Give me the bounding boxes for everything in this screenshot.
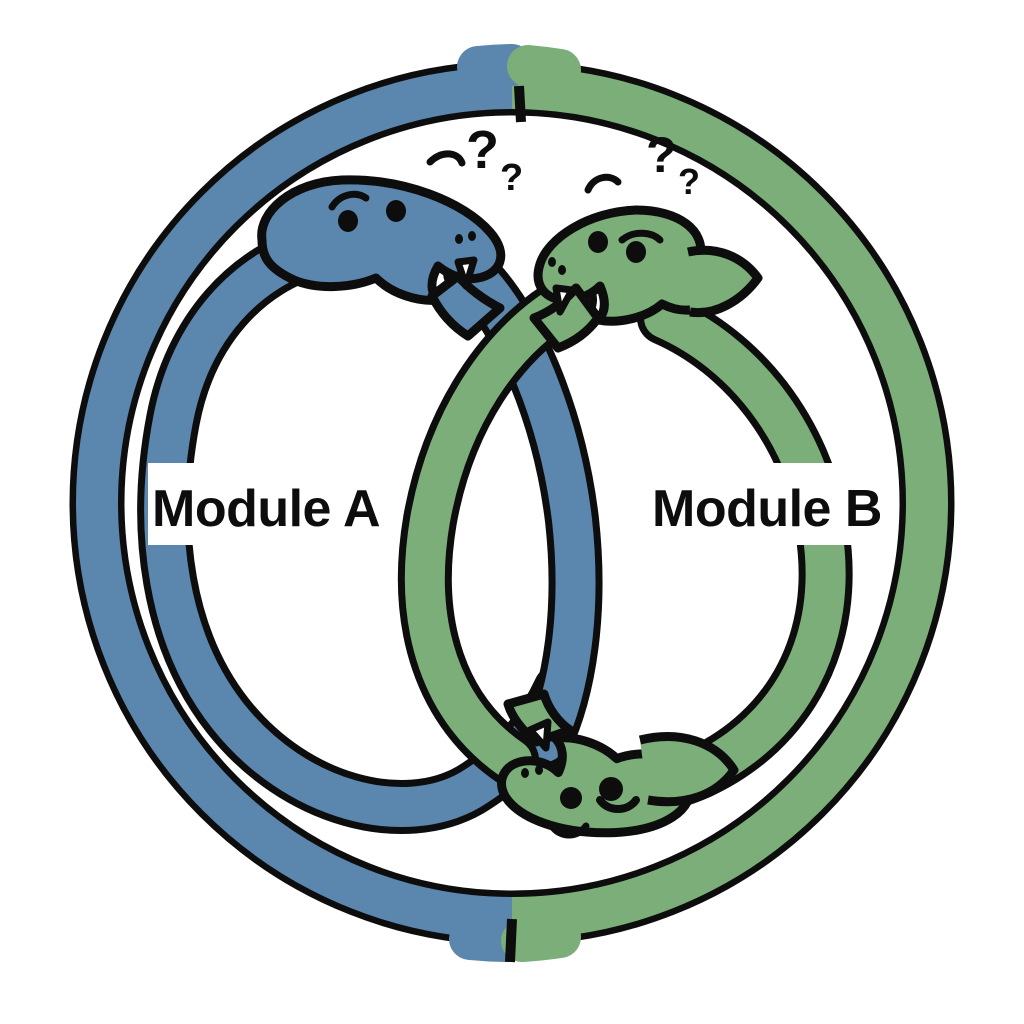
snake-b-lower-nostril-1	[521, 768, 529, 778]
snake-b-lower-nostril-2	[535, 765, 543, 775]
outer-ring-cap-top-b	[507, 45, 581, 91]
snake-b-lower-neck	[638, 732, 739, 807]
snake-b-lower-eye-near	[599, 777, 623, 801]
snake-a-question-mark-large: ?	[466, 120, 499, 180]
module-b-label: Module B	[648, 463, 882, 545]
snake-a-head-fill	[257, 175, 506, 305]
module-b-label-text: Module B	[652, 480, 882, 538]
snake-a-eyebrow	[328, 190, 370, 211]
snake-a-thought-arc	[426, 150, 466, 167]
snake-a-head	[257, 175, 506, 341]
snake-a-fang	[454, 256, 478, 290]
snake-b-head	[529, 205, 763, 353]
snake-b-eye-far	[588, 231, 608, 253]
outer-ring-band-module-a	[76, 67, 512, 939]
snake-b-body-fill	[404, 280, 590, 780]
snake-b-eyebrow	[618, 229, 664, 244]
outer-ring-band-module-b	[512, 67, 948, 939]
snake-b-fang	[552, 284, 576, 316]
snake-a-question-mark-small: ?	[500, 157, 523, 199]
snake-b-thought-arc	[584, 173, 622, 194]
snake-b-lower-head	[497, 689, 739, 839]
outer-ring-divider-bottom	[505, 918, 517, 963]
snake-b-eye-near	[626, 241, 646, 263]
snake-b-neck	[687, 245, 763, 318]
outer-ring	[69, 44, 955, 963]
snake-b-lower-jaw	[503, 689, 575, 747]
snake-b-question-mark-large: ?	[646, 127, 677, 183]
snake-a-body-fill	[144, 230, 580, 827]
outer-ring-cap-bottom-a	[449, 918, 526, 962]
snake-b-lower-eye-far	[560, 787, 582, 809]
snake-b-nostril-2	[558, 265, 566, 275]
snake-a-thought-marks: ? ?	[426, 120, 523, 199]
snake-b-lower-chin-arc	[548, 822, 590, 839]
module-a-label: Module A	[148, 463, 381, 545]
snake-a-nostril-1	[455, 234, 463, 244]
outer-ring-cap-top-a	[457, 44, 533, 88]
snake-a-eye-far	[386, 200, 406, 222]
module-b-label-plate	[648, 463, 880, 545]
snake-a-eye-near	[338, 210, 358, 232]
module-a-label-text: Module A	[152, 480, 380, 538]
snake-a-nostril-2	[468, 231, 476, 241]
outer-ring-outline-inner	[115, 106, 909, 900]
snake-b-lower-smile	[596, 796, 640, 813]
module-a-label-plate	[148, 463, 376, 545]
outer-ring-divider-top	[514, 85, 526, 123]
snake-b-lower-fang	[526, 718, 552, 752]
snake-b-question-mark-small: ?	[678, 161, 700, 202]
snake-b-nostril-1	[548, 257, 556, 267]
outer-ring-cap-bottom-b	[501, 916, 581, 962]
snake-b-thought-marks: ? ?	[584, 127, 700, 202]
